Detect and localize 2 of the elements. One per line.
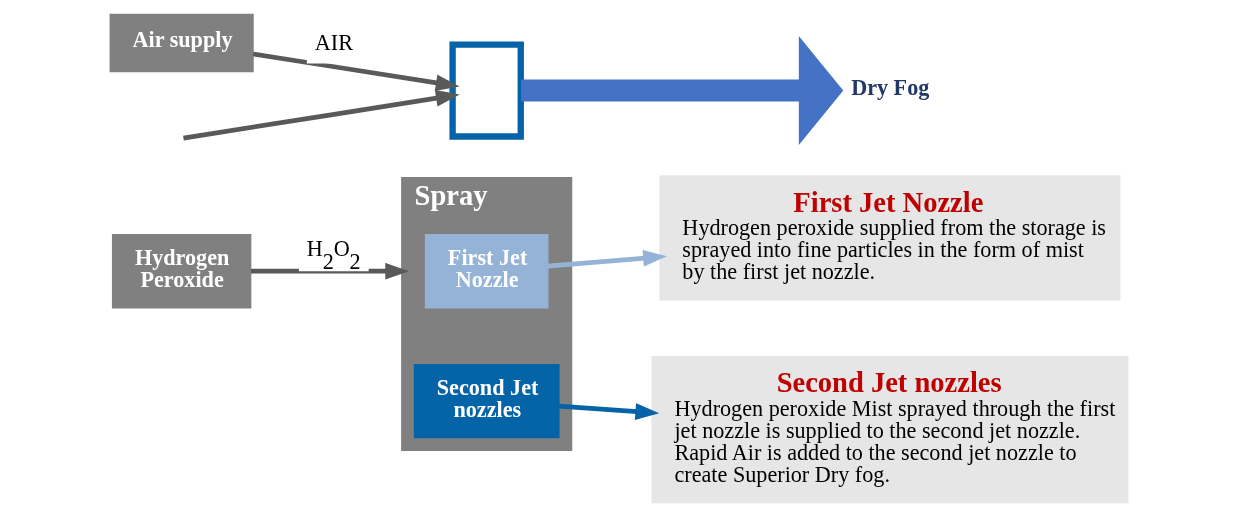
node-text: Dry Fog	[851, 74, 930, 100]
edge-label: AIR	[314, 30, 353, 56]
